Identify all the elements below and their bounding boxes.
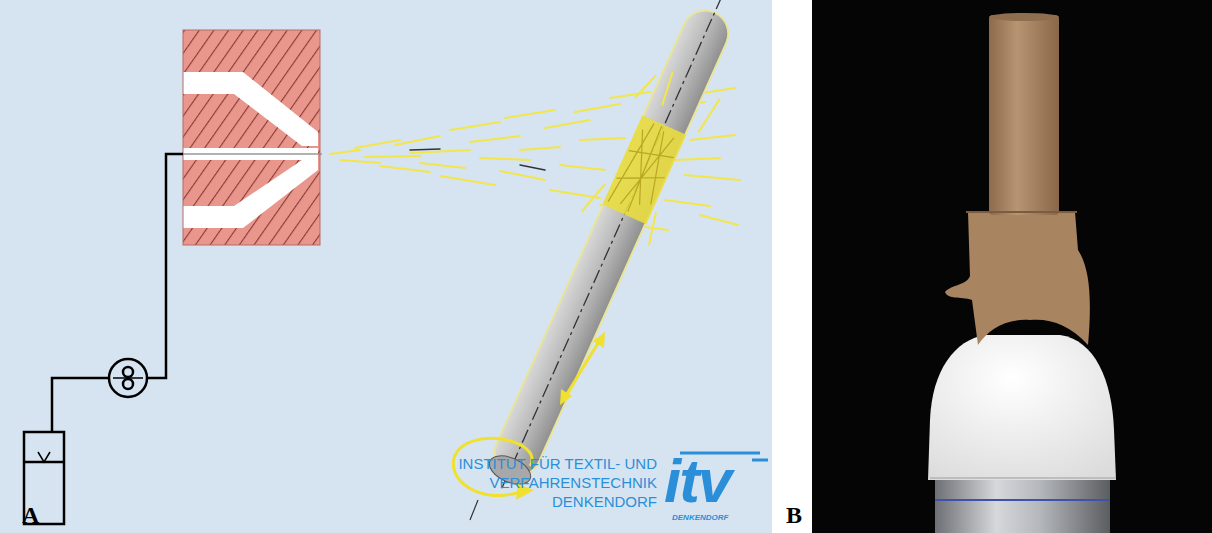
panel-letter: B (786, 503, 802, 527)
rotating-mandrel (465, 0, 763, 505)
institute-name: INSTITUT FÜR TEXTIL- UND VERFAHRENSTECHN… (415, 455, 657, 511)
spinning-die (183, 30, 322, 245)
photo-ground (812, 0, 1212, 533)
sample-photo (928, 13, 1116, 533)
logo-letters: itv (664, 450, 730, 512)
pump-symbol (109, 359, 147, 397)
motion-arrows (453, 332, 605, 520)
panel-a-ground (0, 0, 772, 533)
logo-subtitle: DENKENDORF (672, 514, 728, 522)
supply-line (52, 154, 183, 432)
panel-letter: A (22, 503, 39, 527)
